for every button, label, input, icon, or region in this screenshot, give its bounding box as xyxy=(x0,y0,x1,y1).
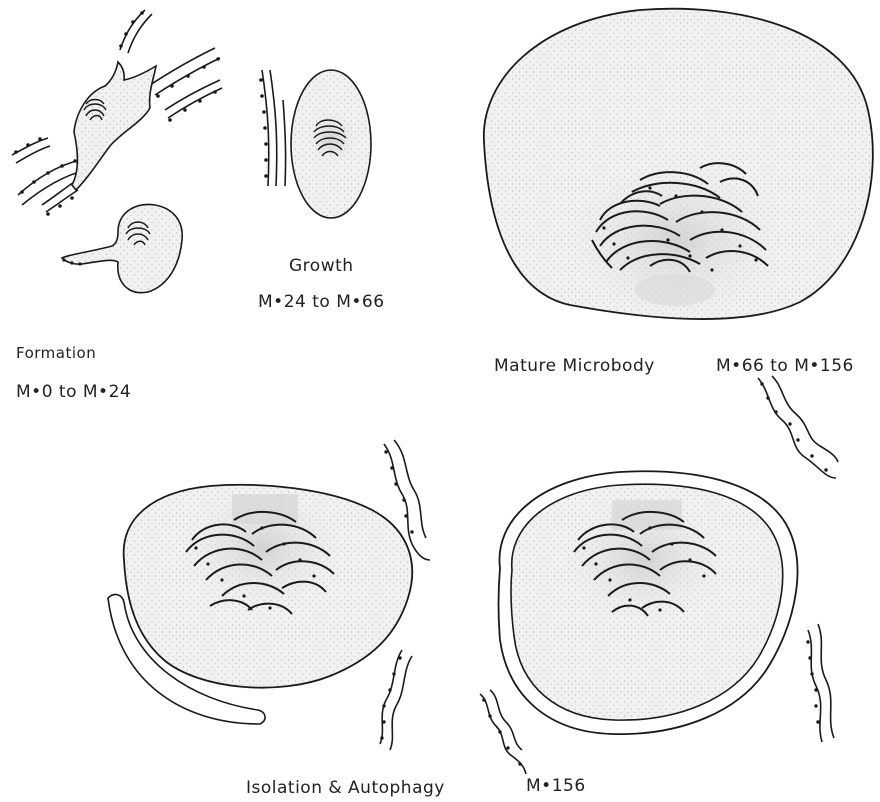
floating-er-ribbon-far-right xyxy=(806,624,834,742)
floating-er-ribbon-bottom xyxy=(480,690,526,774)
formation-er-ribbon xyxy=(18,160,80,195)
formation-er-ribbon xyxy=(16,146,50,163)
isolation-group xyxy=(108,485,412,724)
mature-group xyxy=(484,9,873,320)
formation-er-ribbon xyxy=(46,190,78,212)
formation-title: Formation xyxy=(16,344,96,362)
formation-range: M•0 to M•24 xyxy=(16,382,131,402)
formation-er-ribbon xyxy=(120,10,145,50)
formation-er-ribbon xyxy=(42,182,74,205)
formation-round-body xyxy=(62,204,182,292)
growth-er-ribbon xyxy=(283,100,286,186)
mature-title: Mature Microbody xyxy=(494,356,655,376)
formation-elongated-body xyxy=(72,62,156,190)
formation-er-ribbon xyxy=(165,80,220,110)
growth-title: Growth xyxy=(289,256,354,276)
floating-er-ribbon-right-top xyxy=(758,376,838,478)
growth-range: M•24 to M•66 xyxy=(258,292,385,312)
autophagy-group xyxy=(499,471,798,734)
formation-group xyxy=(12,10,222,293)
isolation-range: M•156 xyxy=(526,776,586,796)
growth-ribosomes xyxy=(259,78,268,178)
growth-group xyxy=(259,70,371,218)
isolation-title: Isolation & Autophagy xyxy=(246,778,445,798)
growth-er-ribbon xyxy=(270,70,277,186)
floating-er-ribbon-low xyxy=(380,650,412,750)
mature-range: M•66 to M•156 xyxy=(716,356,854,376)
formation-er-ribbon xyxy=(128,14,152,53)
